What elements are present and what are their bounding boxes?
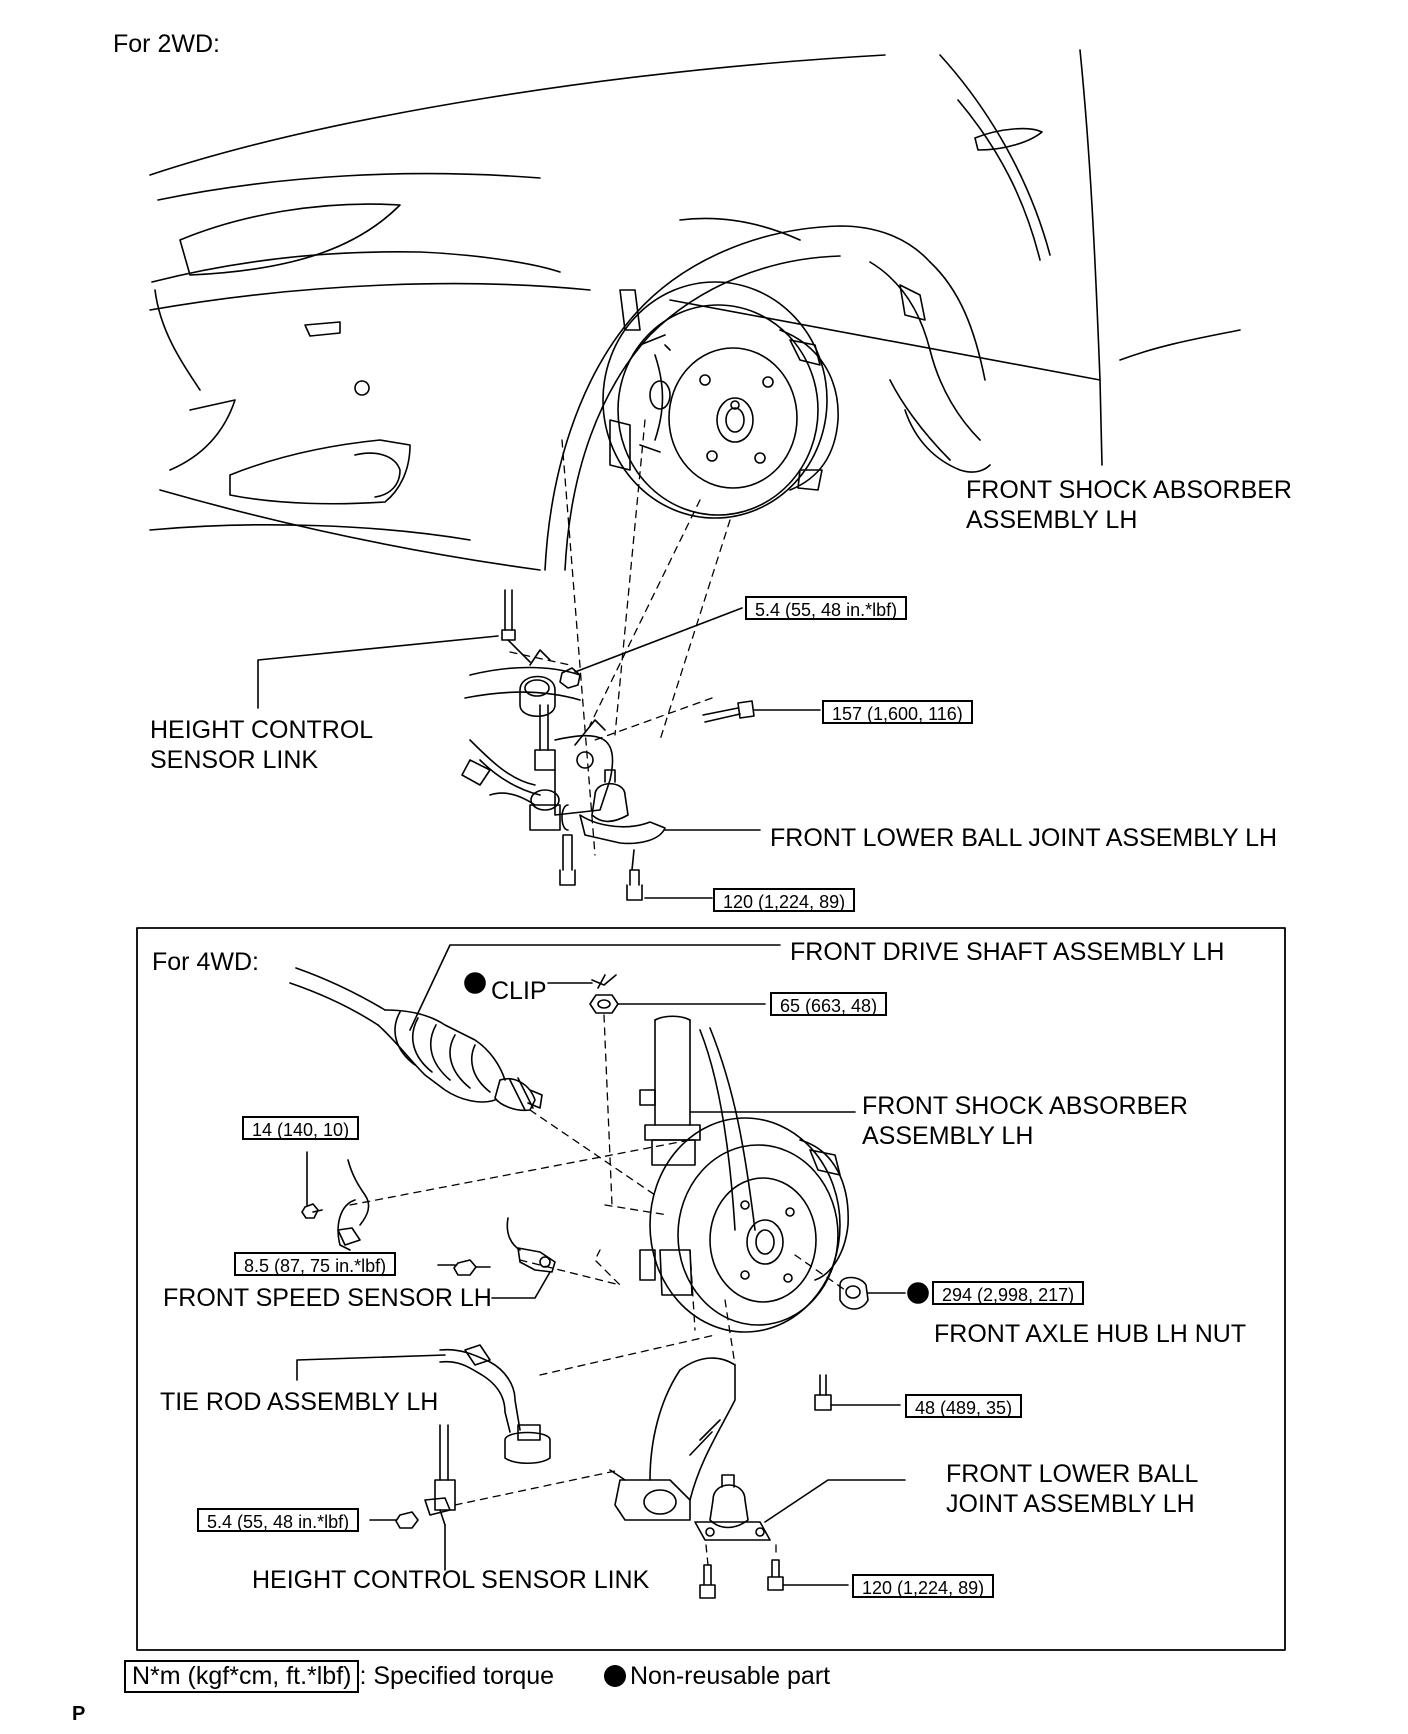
- speed-sensor-bolt-4wd: [453, 1259, 491, 1276]
- brake-disc-4wd: [639, 1117, 849, 1333]
- shock-absorber-2wd-label-line2: ASSEMBLY LH: [966, 506, 1138, 534]
- legend-non-reusable-text: Non-reusable part: [630, 1662, 831, 1690]
- brake-disc-2wd: [602, 281, 839, 519]
- sensor-bracket-4wd: [337, 1159, 370, 1251]
- bracket-bolt-4wd: [301, 1203, 323, 1219]
- leader-shock-2wd: [669, 299, 1103, 466]
- four-wd-frame: [136, 927, 1286, 1651]
- tie-rod-nut-4wd: [589, 994, 619, 1014]
- tie-rod-4wd-label: TIE ROD ASSEMBLY LH: [160, 1388, 439, 1416]
- shock-absorber-2wd-label-line1: FRONT SHOCK ABSORBER: [966, 476, 1292, 504]
- axle-nut-bullet: [907, 1282, 929, 1304]
- axle-hub-nut-4wd-label: FRONT AXLE HUB LH NUT: [934, 1320, 1247, 1348]
- torque-height-sensor-nut-4wd: 5.4 (55, 48 in.*lbf): [197, 1508, 360, 1532]
- height-link-2wd-label-line1: HEIGHT CONTROL: [150, 716, 374, 744]
- ball-joint-bolts-2wd: [559, 834, 643, 901]
- clip-bullet: [464, 972, 486, 994]
- height-sensor-link-2wd: [501, 589, 531, 663]
- clip-label: CLIP: [491, 977, 547, 1005]
- height-link-2wd-label-line2: SENSOR LINK: [150, 746, 319, 774]
- car-body-outline: [149, 49, 1241, 571]
- alignment-lines-4wd: [349, 1014, 846, 1566]
- torque-ball-joint-bolts-2wd: 120 (1,224, 89): [713, 888, 856, 912]
- section-2wd-heading: For 2WD:: [113, 30, 220, 58]
- ball-joint-4wd: [694, 1474, 771, 1541]
- legend-non-reusable: Non-reusable part: [604, 1662, 830, 1691]
- leader-ball-joint-4wd: [764, 1479, 906, 1523]
- lower-ball-joint-4wd-label-line1: FRONT LOWER BALL: [946, 1460, 1199, 1488]
- leader-sensor-nut-2wd: [574, 607, 743, 673]
- torque-sensor-nut-2wd: 5.4 (55, 48 in.*lbf): [745, 596, 908, 620]
- knuckle-bolt-2wd: [702, 700, 755, 723]
- leader-tie-rod-4wd: [296, 1354, 446, 1381]
- torque-knuckle-bolt-2wd: 157 (1,600, 116): [822, 700, 973, 724]
- lower-ball-joint-2wd-label: FRONT LOWER BALL JOINT ASSEMBLY LH: [770, 824, 1278, 852]
- lower-ball-joint-4wd-label-line2: JOINT ASSEMBLY LH: [946, 1490, 1195, 1518]
- speed-sensor-4wd-label: FRONT SPEED SENSOR LH: [163, 1284, 492, 1312]
- alignment-lines-2wd: [509, 419, 731, 856]
- drive-shaft-4wd: [289, 967, 543, 1112]
- footer-code: P: [72, 1703, 86, 1725]
- leader-height-link-2wd: [257, 635, 499, 709]
- speed-sensor-4wd: [506, 1217, 556, 1273]
- torque-speed-sensor-bolt-4wd: 8.5 (87, 75 in.*lbf): [234, 1252, 397, 1276]
- ball-joint-bolts-4wd: [699, 1559, 784, 1599]
- height-sensor-nut-4wd: [395, 1511, 419, 1529]
- sensor-nut-2wd: [559, 667, 581, 689]
- non-reusable-bullet-icon: [604, 1665, 626, 1687]
- knuckle-bolt-4wd: [814, 1374, 832, 1411]
- torque-axle-hub-nut-4wd: 294 (2,998, 217): [932, 1281, 1085, 1305]
- shock-absorber-4wd-label-line1: FRONT SHOCK ABSORBER: [862, 1092, 1188, 1120]
- tie-rod-4wd: [439, 1344, 551, 1465]
- shock-absorber-4wd: [639, 1015, 756, 1231]
- ball-joint-2wd: [579, 769, 666, 845]
- torque-ball-joint-bolts-4wd: 120 (1,224, 89): [852, 1574, 995, 1598]
- leader-speed-sensor-4wd: [491, 1271, 551, 1299]
- lower-arm-4wd: [609, 1357, 736, 1521]
- legend-torque-unit: N*m (kgf*cm, ft.*lbf): [124, 1660, 360, 1693]
- torque-tie-rod-nut-4wd: 65 (663, 48): [770, 992, 888, 1016]
- height-link-4wd: [424, 1424, 456, 1526]
- legend-torque: N*m (kgf*cm, ft.*lbf): Specified torque: [124, 1660, 554, 1693]
- section-4wd-heading: For 4WD:: [152, 948, 259, 976]
- torque-sensor-bracket-bolt-4wd: 14 (140, 10): [242, 1116, 360, 1140]
- axle-hub-nut-4wd: [839, 1276, 869, 1310]
- legend-torque-desc: : Specified torque: [359, 1662, 555, 1690]
- torque-knuckle-bolt-4wd: 48 (489, 35): [905, 1394, 1023, 1418]
- shock-absorber-4wd-label-line2: ASSEMBLY LH: [862, 1122, 1034, 1150]
- height-link-4wd-label: HEIGHT CONTROL SENSOR LINK: [252, 1566, 650, 1594]
- drive-shaft-4wd-label: FRONT DRIVE SHAFT ASSEMBLY LH: [790, 938, 1225, 966]
- clip-4wd: [591, 974, 617, 989]
- leader-drive-shaft-4wd: [409, 944, 781, 1031]
- knuckle-assembly-2wd: [461, 649, 614, 831]
